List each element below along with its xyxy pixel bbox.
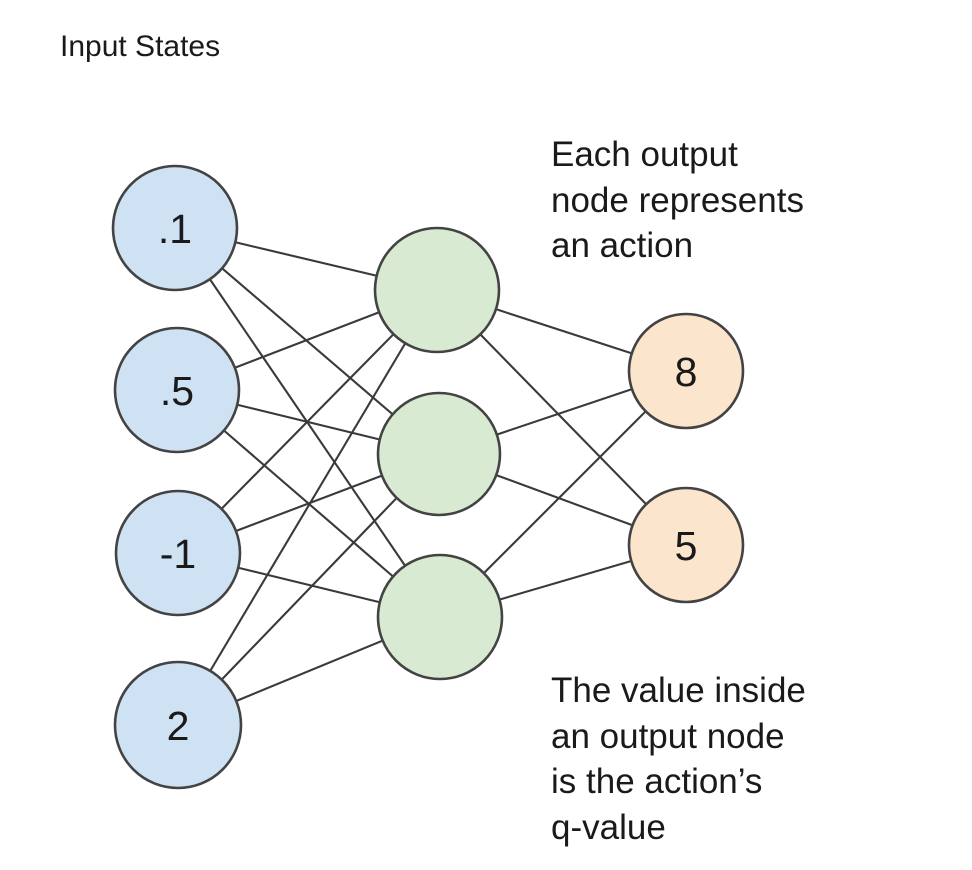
edge-input-2-to-hidden-2	[237, 566, 381, 604]
edges-group	[209, 241, 647, 702]
node-output-2-label: 5	[675, 523, 698, 569]
node-input-1[interactable]: .1	[111, 164, 239, 292]
node-input-1-label: .1	[158, 206, 192, 252]
edge-hidden-1-to-output-0	[496, 388, 633, 436]
node-input-1-circle[interactable]	[111, 164, 239, 292]
node-input-2-label: .5	[160, 368, 194, 414]
node-input-3-circle[interactable]	[114, 489, 242, 617]
node-input-4-label: 2	[167, 703, 190, 749]
node-output-1-label: 8	[675, 349, 698, 395]
node-output-1-circle[interactable]	[627, 312, 745, 430]
node-hidden-1-circle[interactable]	[373, 226, 501, 354]
edge-input-3-to-hidden-0	[209, 342, 407, 672]
node-hidden-2-circle[interactable]	[376, 391, 502, 517]
node-output-2[interactable]: 5	[627, 486, 745, 604]
node-input-2-circle[interactable]	[113, 326, 241, 454]
node-hidden-2[interactable]	[376, 391, 502, 517]
edge-input-0-to-hidden-1	[221, 267, 394, 416]
annotation-q-value: The value inside an output node is the a…	[551, 671, 806, 847]
node-output-2-circle[interactable]	[627, 486, 745, 604]
edge-input-2-to-hidden-0	[220, 333, 395, 510]
node-input-4[interactable]: 2	[113, 660, 243, 790]
edge-input-1-to-hidden-0	[234, 311, 380, 369]
node-hidden-3-circle[interactable]	[376, 553, 504, 681]
edge-input-0-to-hidden-0	[235, 241, 377, 277]
node-input-2[interactable]: .5	[113, 326, 241, 454]
annotation-output-action: Each output node represents an action	[551, 135, 804, 265]
node-hidden-1[interactable]	[373, 226, 501, 354]
edge-hidden-2-to-output-1	[499, 560, 632, 601]
edge-hidden-0-to-output-0	[495, 308, 633, 355]
edge-hidden-0-to-output-1	[479, 333, 647, 505]
node-input-4-circle[interactable]	[113, 660, 243, 790]
edge-hidden-1-to-output-1	[495, 474, 633, 527]
node-input-3[interactable]: -1	[114, 489, 242, 617]
node-input-3-label: -1	[160, 531, 196, 577]
edge-hidden-2-to-output-0	[483, 410, 647, 574]
edge-input-3-to-hidden-2	[235, 639, 384, 702]
page-title: Input States	[60, 30, 221, 63]
edge-input-3-to-hidden-1	[220, 497, 398, 681]
node-output-1[interactable]: 8	[627, 312, 745, 430]
edge-input-1-to-hidden-1	[236, 403, 380, 441]
nodes-group: .1 .5 -1 2 8 5	[111, 164, 745, 790]
node-hidden-3[interactable]	[376, 553, 504, 681]
